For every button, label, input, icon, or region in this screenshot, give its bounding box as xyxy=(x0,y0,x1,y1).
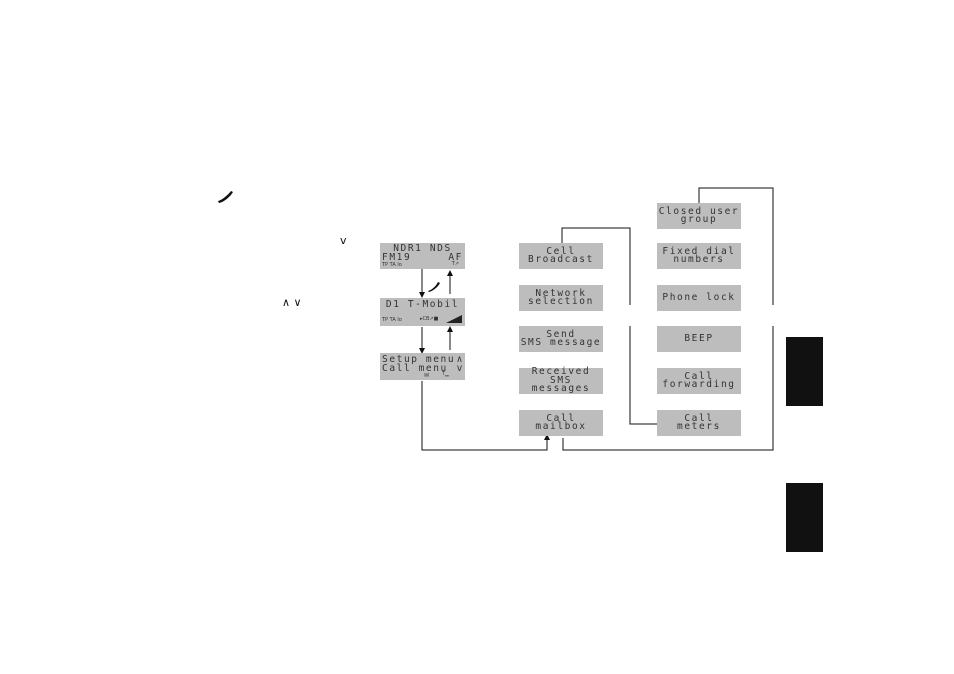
connector-broadcast-top xyxy=(561,227,631,305)
menu-label-1: BEEP xyxy=(684,332,714,344)
arrow-down-1 xyxy=(419,292,425,298)
menu-label-1: Call xyxy=(546,412,576,424)
menu-cell-broadcast: Cell Broadcast xyxy=(519,243,603,269)
menu-label-1: Call xyxy=(684,370,714,382)
phone-handset-small-icon xyxy=(427,277,441,296)
lcd-radio-display: NDR1 NDS FM19 AF TP TA lo T↗ xyxy=(380,243,465,269)
menu-call-forwarding: Call forwarding xyxy=(657,368,741,394)
menu-label-2: numbers xyxy=(673,254,725,265)
lcd-setup-line2-left: Call menu xyxy=(382,363,448,374)
lcd-phone-status-right: ▸CB↗■ xyxy=(420,316,439,322)
lcd-radio-line2-right: AF xyxy=(448,252,463,263)
menu-label-2: meters xyxy=(677,421,721,432)
arrow-up-mailbox xyxy=(544,434,550,440)
menu-label-2: SMS messages xyxy=(531,374,591,395)
lcd-radio-line1: NDR1 NDS xyxy=(393,243,452,254)
menu-label-2: mailbox xyxy=(535,421,587,432)
menu-phone-lock: Phone lock xyxy=(657,285,741,311)
menu-send-sms: Send SMS message xyxy=(519,326,603,352)
menu-label-1: Send xyxy=(546,328,576,340)
menu-label-1: Phone lock xyxy=(662,291,736,303)
thumb-tab-lower xyxy=(786,483,823,552)
menu-label-2: group xyxy=(680,214,718,225)
menu-label-2: SMS message xyxy=(520,337,602,348)
lcd-setup-tail: T▁ xyxy=(442,371,449,377)
lcd-setup-status: ✉ xyxy=(424,372,430,379)
lcd-radio-tail: T↗ xyxy=(451,261,459,267)
down-arrow-icon: v xyxy=(340,234,347,247)
menu-call-meters: Call meters xyxy=(657,410,741,436)
thumb-tab-upper xyxy=(786,337,823,406)
lcd-setup-line1-left: Setup menu xyxy=(382,354,456,365)
menu-network-selection: Network selection xyxy=(519,285,603,311)
menu-label-1: Cell xyxy=(546,245,576,257)
lcd-setup-line1-right: ∧ xyxy=(456,354,464,365)
lcd-phone-display: D1 T-Mobil TP TA lo ▸CB↗■ xyxy=(380,298,465,326)
menu-label-2: Broadcast xyxy=(528,254,594,265)
lcd-radio-status: TP TA lo xyxy=(382,262,402,268)
lcd-setup-display: Setup menu ∧ Call menu v ✉ T▁ xyxy=(380,353,465,380)
connector-setup-to-mailbox xyxy=(421,381,548,451)
signal-strength-icon xyxy=(446,315,462,323)
menu-label-1: Call xyxy=(684,412,714,424)
menu-call-mailbox: Call mailbox xyxy=(519,410,603,436)
menu-label-2: selection xyxy=(528,296,594,307)
arrow-down-2 xyxy=(419,348,425,354)
menu-fixed-dial-numbers: Fixed dial numbers xyxy=(657,243,741,269)
menu-beep: BEEP xyxy=(657,326,741,352)
menu-received-sms: Received SMS messages xyxy=(519,366,603,395)
connector-broadcast-to-meters xyxy=(629,326,657,425)
phone-handset-icon xyxy=(216,188,234,207)
arrow-up-1 xyxy=(447,270,453,276)
menu-label-1: Received xyxy=(531,366,591,378)
menu-label-1: Network xyxy=(535,287,587,299)
menu-label-2: forwarding xyxy=(662,379,736,390)
lcd-phone-line1: D1 T-Mobil xyxy=(385,299,460,310)
connector-cug-top xyxy=(698,187,774,305)
connector-cug-to-mailbox xyxy=(562,326,774,451)
up-down-arrows-icon: ∧ ∨ xyxy=(282,296,302,309)
menu-label-1: Closed user xyxy=(658,205,740,217)
lcd-phone-status: TP TA lo xyxy=(382,317,402,323)
arrow-up-2 xyxy=(447,326,453,332)
menu-closed-user-group: Closed user group xyxy=(657,203,741,229)
menu-label-1: Fixed dial xyxy=(662,245,736,257)
lcd-setup-line2-right: v xyxy=(456,363,464,374)
lcd-radio-line2-left: FM19 xyxy=(382,252,412,263)
